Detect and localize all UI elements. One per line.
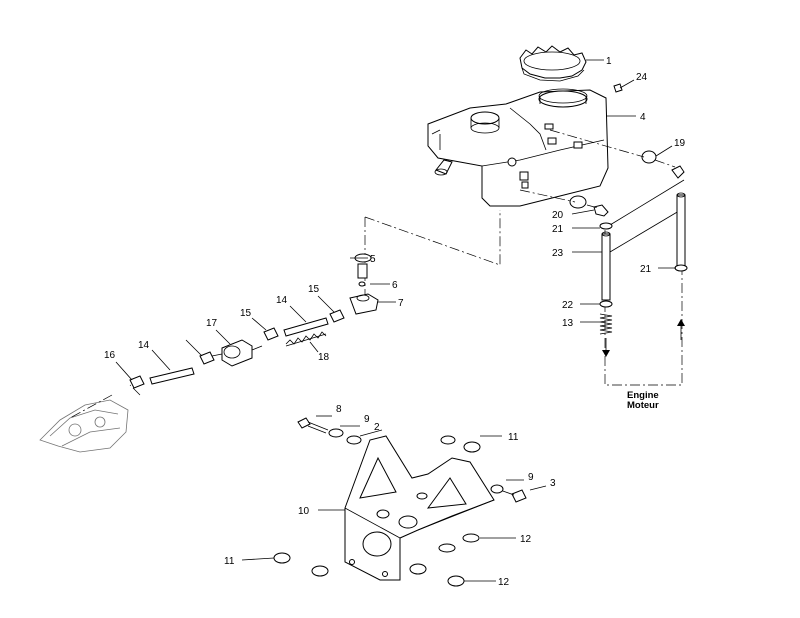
callout-10: 10 <box>298 506 310 517</box>
tank-plug <box>613 83 623 93</box>
engine-note-french: Moteur <box>627 400 659 411</box>
callout-20: 20 <box>552 210 564 221</box>
oil-tank <box>427 88 609 207</box>
callout-22: 22 <box>562 300 574 311</box>
callout-18: 18 <box>318 352 330 363</box>
callout-14-upper: 14 <box>276 295 288 306</box>
leader-lines <box>115 59 676 582</box>
callout-8: 8 <box>336 404 342 415</box>
callout-12-upper: 12 <box>520 534 532 545</box>
callout-12-lower: 12 <box>498 577 510 588</box>
engine-note-english: Engine <box>627 390 659 401</box>
oil-hose <box>149 317 329 385</box>
oil-filter <box>211 339 263 367</box>
callout-6: 6 <box>392 280 398 291</box>
callout-21-right: 21 <box>640 264 652 275</box>
callout-14-lower: 14 <box>138 340 150 351</box>
callout-11-lower: 11 <box>224 556 235 567</box>
callout-24: 24 <box>636 72 648 83</box>
callout-numbers: 1 24 4 19 20 21 23 21 22 13 5 6 7 15 14 … <box>104 56 686 588</box>
callout-21-upper: 21 <box>552 224 564 235</box>
engine-note: Engine Moteur <box>627 390 659 411</box>
callout-2: 2 <box>374 422 380 433</box>
elbow-fitting <box>593 165 685 217</box>
tank-cap <box>519 45 587 82</box>
callout-11-upper: 11 <box>508 432 519 443</box>
oil-line-tube <box>601 192 686 301</box>
callout-19: 19 <box>674 138 686 149</box>
callout-9-left: 9 <box>364 414 370 425</box>
callout-13: 13 <box>562 318 574 329</box>
mounting-bracket <box>344 435 495 581</box>
callout-4: 4 <box>640 112 646 123</box>
callout-3: 3 <box>550 478 556 489</box>
protective-spring <box>599 313 685 357</box>
callout-5: 5 <box>370 254 376 265</box>
callout-15-upper: 15 <box>308 284 320 295</box>
callout-15-middle: 15 <box>240 308 252 319</box>
callout-17: 17 <box>206 318 218 329</box>
spiral-wrap <box>285 331 327 347</box>
grommet <box>569 150 657 209</box>
callout-7: 7 <box>398 298 404 309</box>
callout-1: 1 <box>606 56 612 67</box>
callout-9-right: 9 <box>528 472 534 483</box>
callout-23: 23 <box>552 248 564 259</box>
clamp-small <box>129 309 345 389</box>
callout-16: 16 <box>104 350 116 361</box>
engine-outline <box>39 399 129 453</box>
